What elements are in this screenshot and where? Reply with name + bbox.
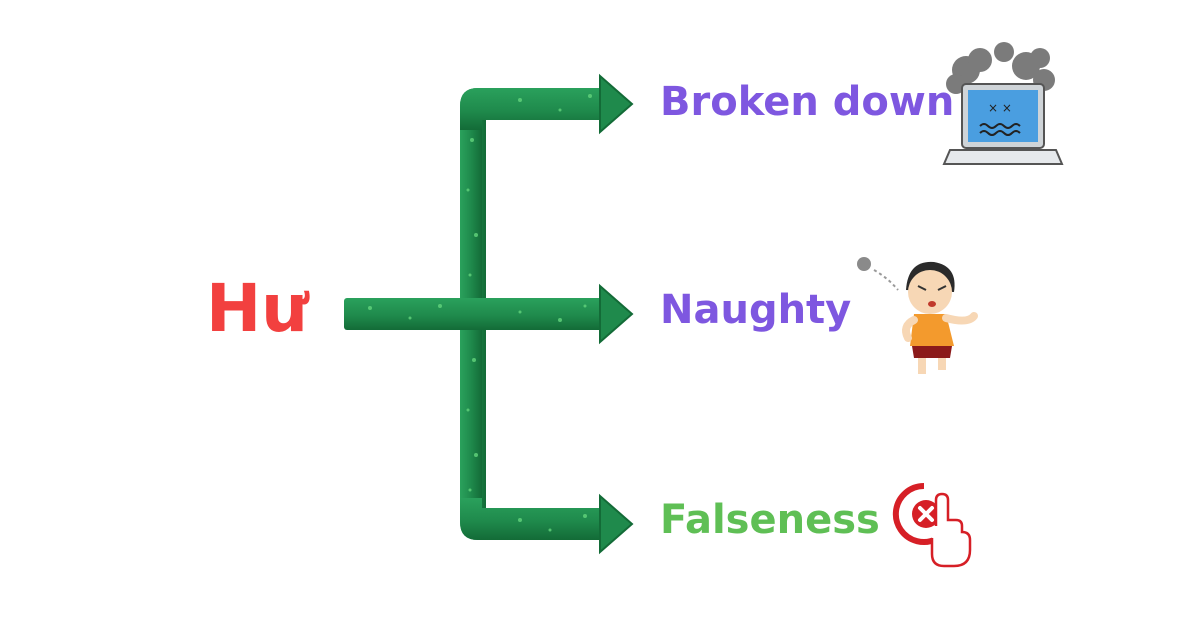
- broken-laptop-icon: × ×: [942, 42, 1064, 165]
- svg-text:× ×: × ×: [988, 101, 1012, 115]
- meaning-label-naughty: Naughty: [660, 287, 852, 333]
- arrowhead-broken: [599, 73, 634, 135]
- naughty-boy-icon: [857, 257, 978, 374]
- arrowhead-naughty: [599, 283, 634, 345]
- arrowhead-false: [599, 493, 634, 555]
- source-bar: [344, 298, 604, 330]
- meaning-label-falseness: Falseness: [660, 497, 880, 543]
- cross-mark-icon: [892, 482, 972, 568]
- arrow-speckles: [368, 94, 592, 532]
- branch-bar-false: [460, 498, 604, 540]
- branch-bar-broken: [460, 88, 604, 130]
- source-word: Hư: [206, 270, 309, 347]
- meaning-label-broken-down: Broken down: [660, 79, 955, 125]
